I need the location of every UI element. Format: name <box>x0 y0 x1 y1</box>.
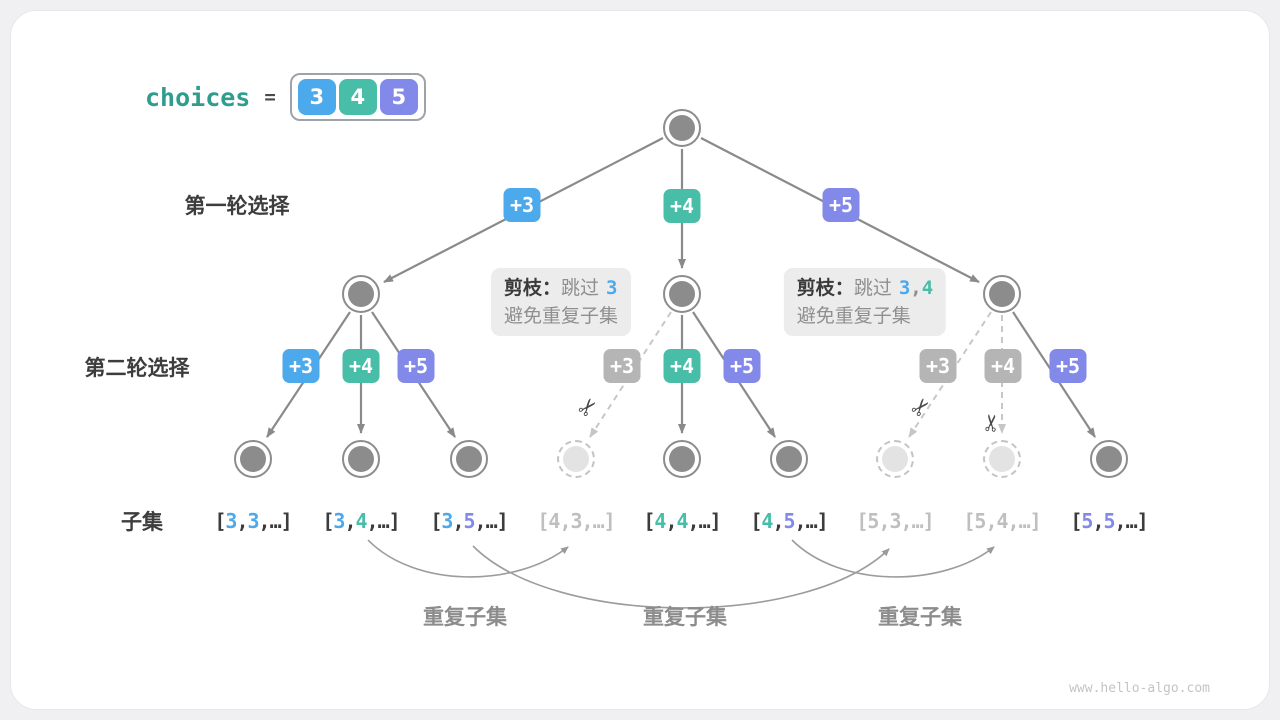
node-core <box>669 115 695 141</box>
edge-label-r1-plus4: +4 <box>663 189 701 223</box>
prune-note-line2: 避免重复子集 <box>796 305 911 327</box>
choices-row: choices = 3 4 5 <box>145 72 426 122</box>
node-core <box>348 446 374 472</box>
subset-label: [4,3,…] <box>537 509 615 533</box>
edge-label-r1-plus3: +3 <box>503 188 541 222</box>
choice-tile-5: 5 <box>379 79 418 115</box>
prune-note-action: 跳过 <box>561 277 600 299</box>
edge-label-r2r-plus5: +5 <box>1049 349 1087 383</box>
subset-label: [5,4,…] <box>963 509 1041 533</box>
subset-label: [5,5,…] <box>1070 509 1148 533</box>
watermark: www.hello-algo.com <box>1069 681 1210 696</box>
choice-tile-4: 4 <box>338 79 377 115</box>
subset-label: [3,3,…] <box>214 509 292 533</box>
edge-label-r2l-plus3: +3 <box>282 349 320 383</box>
prune-note-1: 剪枝：跳过 3 避免重复子集 <box>490 268 632 336</box>
tree-node-5 <box>983 275 1021 313</box>
node-core <box>669 446 695 472</box>
edge-label-r2c-plus4: +4 <box>663 349 701 383</box>
round1-label: 第一轮选择 <box>184 194 290 218</box>
edge-label-r2l-plus5: +5 <box>397 349 435 383</box>
subset-label: [4,5,…] <box>750 509 828 533</box>
tree-leaf-5-5 <box>1090 440 1128 478</box>
edge-label-r1-plus5: +5 <box>822 188 860 222</box>
tree-leaf-4-3-pruned <box>557 440 595 478</box>
subsets-label: 子集 <box>121 510 163 534</box>
prune-note-skips: 3 <box>606 277 617 299</box>
node-core <box>348 281 374 307</box>
subset-label: [3,4,…] <box>322 509 400 533</box>
round2-label: 第二轮选择 <box>84 356 190 380</box>
subset-label: [5,3,…] <box>856 509 934 533</box>
node-core <box>563 446 589 472</box>
node-core <box>669 281 695 307</box>
skip-value: 4 <box>921 277 934 299</box>
subset-label: [4,4,…] <box>643 509 721 533</box>
equals-sign: = <box>264 86 276 108</box>
edge-label-r2l-plus4: +4 <box>342 349 380 383</box>
prune-note-line2: 避免重复子集 <box>503 305 619 327</box>
edge-label-r2c-plus3-pruned: +3 <box>603 349 641 383</box>
prune-note-action: 跳过 <box>853 277 892 299</box>
prune-note-skips: 3,4 <box>898 277 934 299</box>
node-core <box>240 446 266 472</box>
edge-label-r2r-plus4-pruned: +4 <box>984 349 1022 383</box>
choices-label: choices <box>145 82 251 112</box>
tree-node-3 <box>342 275 380 313</box>
choice-tile-3: 3 <box>297 79 336 115</box>
node-core <box>882 446 908 472</box>
duplicate-subset-label: 重复子集 <box>643 605 727 629</box>
duplicate-subset-label: 重复子集 <box>878 605 962 629</box>
tree-leaf-4-4 <box>663 440 701 478</box>
choices-array: 3 4 5 <box>289 73 426 121</box>
prune-note-title: 剪枝： <box>503 277 562 299</box>
tree-leaf-3-4 <box>342 440 380 478</box>
tree-leaf-5-4-pruned <box>983 440 1021 478</box>
prune-note-line1: 剪枝：跳过 3 <box>504 274 618 302</box>
node-core <box>989 281 1015 307</box>
subset-label: [3,5,…] <box>430 509 508 533</box>
prune-note-2: 剪枝：跳过 3,4 避免重复子集 <box>783 268 947 336</box>
prune-note-line1: 剪枝：跳过 3,4 <box>797 274 933 302</box>
tree-leaf-3-3 <box>234 440 272 478</box>
prune-note-title: 剪枝： <box>796 277 854 299</box>
node-core <box>1096 446 1122 472</box>
tree-leaf-5-3-pruned <box>876 440 914 478</box>
duplicate-subset-label: 重复子集 <box>423 605 507 629</box>
skip-value: 3 <box>898 277 911 299</box>
tree-node-root <box>663 109 701 147</box>
edge-label-r2c-plus5: +5 <box>723 349 761 383</box>
skip-value: 3 <box>606 277 618 299</box>
tree-leaf-4-5 <box>770 440 808 478</box>
node-core <box>989 446 1015 472</box>
edge-label-r2r-plus3-pruned: +3 <box>919 349 957 383</box>
node-core <box>456 446 482 472</box>
node-core <box>776 446 802 472</box>
tree-leaf-3-5 <box>450 440 488 478</box>
tree-node-4 <box>663 275 701 313</box>
